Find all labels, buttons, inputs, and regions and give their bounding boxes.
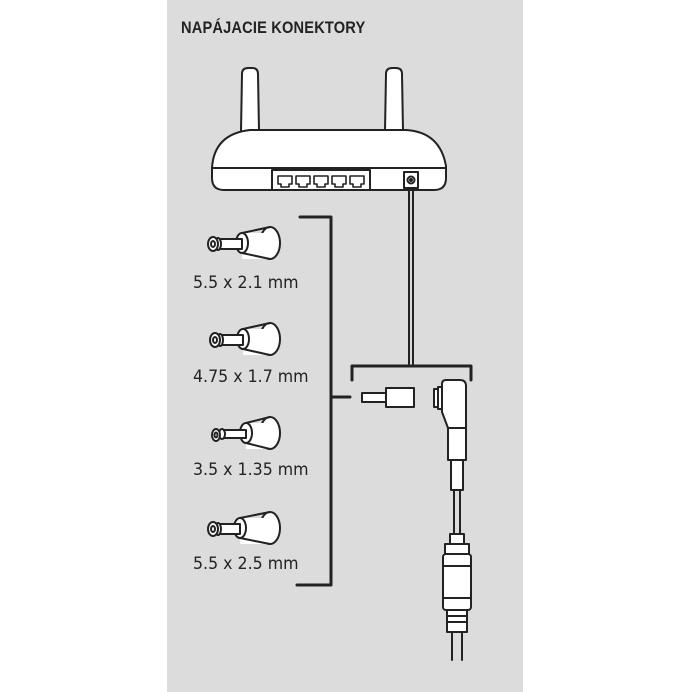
connector-label-2: 4.75 x 1.7 mm: [193, 367, 309, 387]
power-plug-icon: [433, 379, 472, 661]
router-icon: [211, 67, 447, 191]
connectors-bracket: [295, 215, 333, 587]
connector-label-1: 5.5 x 2.1 mm: [193, 273, 299, 293]
page-title: NAPÁJACIE KONEKTORY: [181, 18, 366, 37]
connector-tip-4-icon: [207, 511, 281, 545]
adapter-bracket: [350, 364, 473, 382]
connector-label-3: 3.5 x 1.35 mm: [193, 460, 309, 480]
connector-label-4: 5.5 x 2.5 mm: [193, 554, 299, 574]
connector-tip-2-icon: [209, 322, 281, 356]
selected-tip-icon: [361, 387, 415, 408]
power-jack-icon: [403, 171, 419, 189]
connector-tip-3-icon: [211, 416, 281, 450]
ethernet-ports-icon: [277, 175, 365, 188]
connector-tip-1-icon: [207, 226, 281, 260]
